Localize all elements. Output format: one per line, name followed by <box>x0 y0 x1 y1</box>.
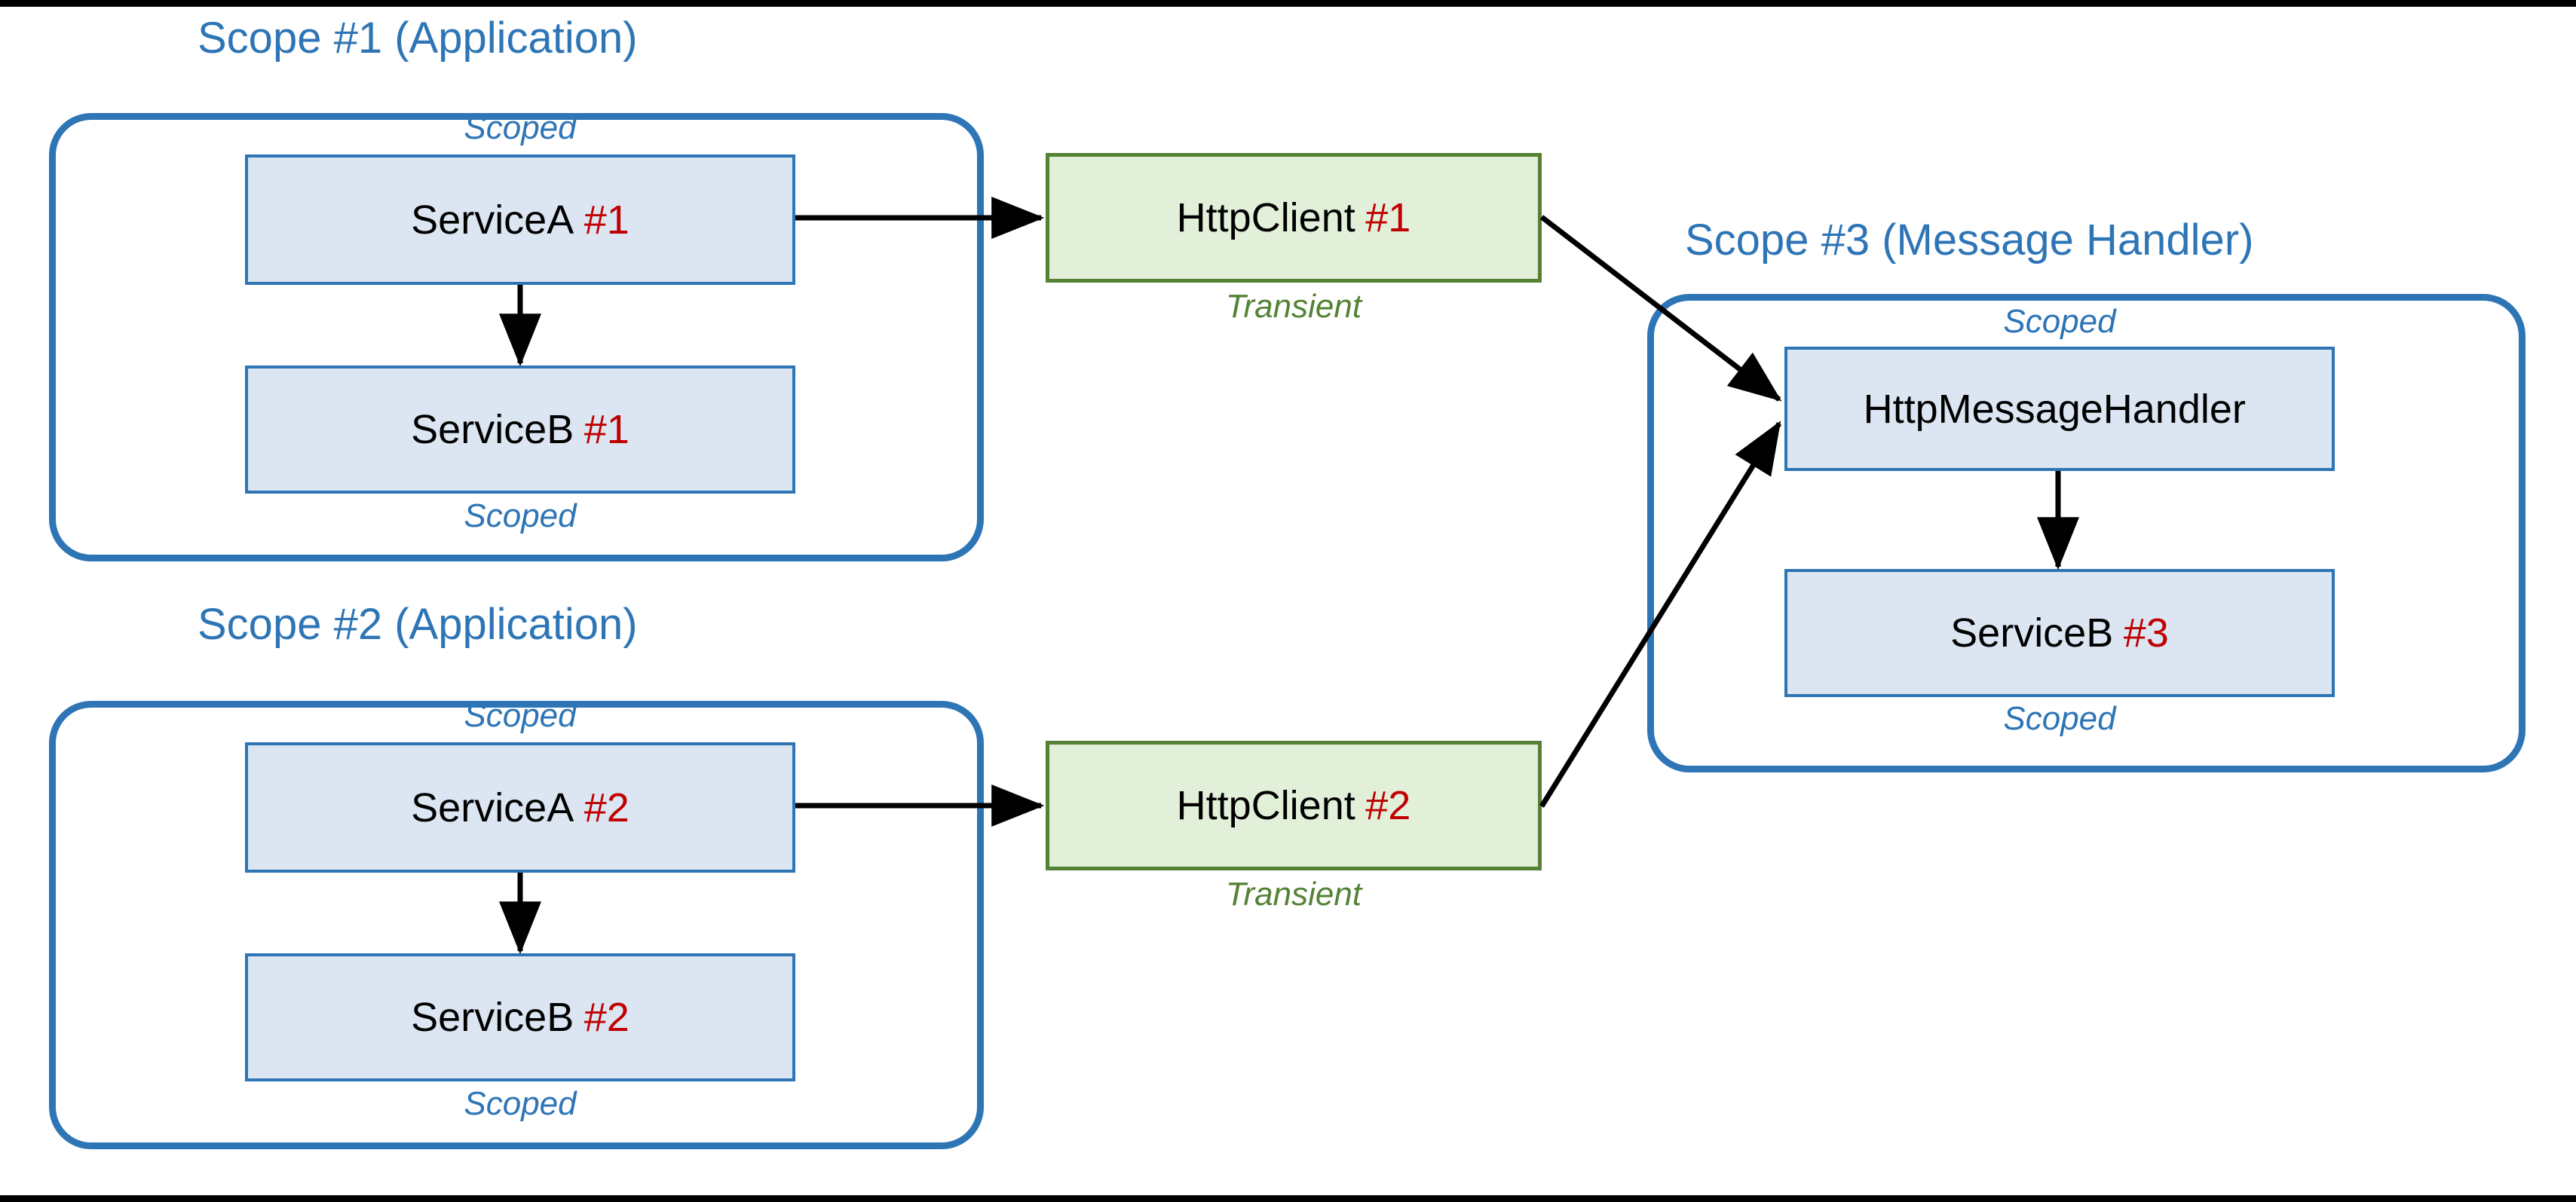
scope-2-title: Scope #2 (Application) <box>198 600 638 649</box>
letterbox-bottom <box>0 1195 2576 1202</box>
scope-2-container <box>49 701 984 1149</box>
node-servicea-2-name: ServiceA <box>411 785 574 830</box>
node-servicea-1-name: ServiceA <box>411 197 574 243</box>
node-httpmessagehandler-name: HttpMessageHandler <box>1863 386 2246 432</box>
scope-3-bottom-lifetime: Scoped <box>2003 700 2116 737</box>
node-httpclient-1[interactable]: HttpClient #1 <box>1046 153 1542 283</box>
node-serviceb-1[interactable]: ServiceB #1 <box>245 365 795 494</box>
scope-1-container <box>49 113 984 561</box>
letterbox-top <box>0 0 2576 7</box>
scope-2-top-lifetime: Scoped <box>464 697 577 734</box>
scope-3-title: Scope #3 (Message Handler) <box>1685 216 2254 265</box>
node-serviceb-2[interactable]: ServiceB #2 <box>245 953 795 1081</box>
node-servicea-1[interactable]: ServiceA #1 <box>245 154 795 285</box>
node-httpclient-2-index: #2 <box>1365 783 1411 828</box>
node-httpclient-1-index: #1 <box>1365 195 1411 240</box>
scope-1-bottom-lifetime: Scoped <box>464 497 577 534</box>
scope-3-top-lifetime: Scoped <box>2003 303 2116 340</box>
node-servicea-2-index: #2 <box>584 785 629 830</box>
node-serviceb-1-index: #1 <box>584 407 629 452</box>
httpclient-1-lifetime: Transient <box>1225 288 1362 325</box>
node-httpclient-2[interactable]: HttpClient #2 <box>1046 741 1542 870</box>
node-httpclient-2-name: HttpClient <box>1176 783 1355 828</box>
node-serviceb-2-index: #2 <box>584 995 629 1040</box>
scope-1-title: Scope #1 (Application) <box>198 14 638 63</box>
node-serviceb-3-index: #3 <box>2123 610 2169 656</box>
node-serviceb-2-name: ServiceB <box>411 995 574 1040</box>
node-serviceb-3-name: ServiceB <box>1950 610 2114 656</box>
node-httpmessagehandler[interactable]: HttpMessageHandler <box>1784 347 2335 471</box>
scope-2-bottom-lifetime: Scoped <box>464 1085 577 1122</box>
node-servicea-2[interactable]: ServiceA #2 <box>245 742 795 873</box>
node-serviceb-1-name: ServiceB <box>411 407 574 452</box>
httpclient-2-lifetime: Transient <box>1225 876 1362 913</box>
node-servicea-1-index: #1 <box>584 197 629 243</box>
node-httpclient-1-name: HttpClient <box>1176 195 1355 240</box>
scope-1-top-lifetime: Scoped <box>464 109 577 146</box>
node-serviceb-3[interactable]: ServiceB #3 <box>1784 569 2335 697</box>
